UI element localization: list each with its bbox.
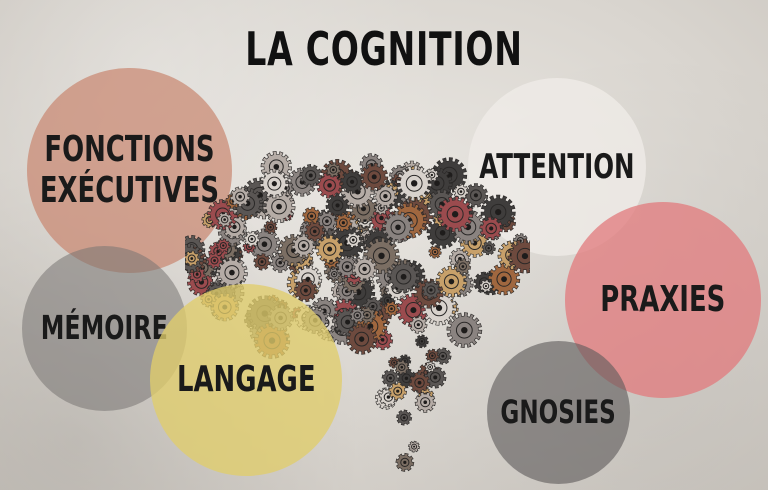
- gear-icon: [351, 256, 378, 282]
- gear-icon: [383, 300, 400, 317]
- bubble-attention-label: ATTENTION: [479, 146, 635, 187]
- gear-icon: [408, 371, 431, 394]
- gear-icon: [325, 162, 341, 178]
- gear-icon: [263, 220, 278, 235]
- gear-icon: [315, 234, 344, 264]
- gear-icon: [387, 260, 421, 294]
- gear-icon: [507, 238, 530, 274]
- gear-icon: [185, 250, 200, 267]
- gear-icon: [421, 280, 441, 300]
- gear-icon: [299, 164, 323, 187]
- gear-icon: [229, 186, 251, 207]
- gear-icon: [373, 184, 398, 209]
- gear-icon: [345, 231, 362, 249]
- bubble-fonctions-label: FONCTIONS EXÉCUTIVES: [39, 129, 220, 211]
- gear-icon: [454, 258, 472, 275]
- gear-icon: [479, 279, 493, 293]
- gear-icon: [446, 312, 483, 349]
- gear-icon: [253, 253, 271, 271]
- gear-icon: [408, 440, 421, 453]
- gear-icon: [481, 240, 496, 256]
- gear-icon: [302, 206, 321, 226]
- gear-icon: [304, 220, 326, 242]
- gear-icon: [428, 245, 442, 259]
- gear-icon: [424, 361, 436, 373]
- gear-icon: [463, 183, 489, 208]
- bubble-gnosies-label: GNOSIES: [500, 392, 617, 431]
- gear-icon: [396, 409, 413, 426]
- gear-icon: [396, 165, 433, 202]
- gear-icon: [425, 348, 440, 363]
- gear-icon: [294, 278, 318, 303]
- gear-icon: [395, 452, 415, 472]
- bubble-praxies-label: PRAXIES: [600, 278, 726, 320]
- bubble-memoire-label: MÉMOIRE: [40, 308, 169, 348]
- bubble-fonctions-line-1: FONCTIONS: [44, 129, 215, 171]
- gear-icon: [382, 211, 415, 244]
- gear-icon: [349, 307, 366, 324]
- bubble-langage: LANGAGE: [150, 284, 342, 476]
- gear-icon: [259, 169, 290, 199]
- gear-icon: [487, 262, 521, 296]
- bubble-langage-label: LANGAGE: [176, 358, 316, 400]
- gear-icon: [360, 162, 389, 191]
- gear-icon: [381, 369, 400, 387]
- gear-icon: [340, 169, 365, 194]
- gear-icon: [409, 315, 428, 334]
- gear-icon: [243, 230, 261, 248]
- gear-icon: [479, 216, 504, 241]
- gear-icon: [346, 323, 378, 355]
- gear-icon: [414, 391, 436, 413]
- bubble-fonctions-line-2: EXÉCUTIVES: [39, 169, 220, 211]
- gear-icon: [206, 252, 223, 269]
- gear-icon: [216, 211, 233, 228]
- gear-icon: [394, 359, 410, 375]
- bubble-gnosies: GNOSIES: [487, 341, 630, 484]
- gear-icon: [437, 196, 474, 233]
- gear-icon: [415, 334, 429, 349]
- gear-icon: [334, 213, 353, 232]
- gear-icon: [216, 238, 231, 253]
- gear-icon: [262, 190, 296, 224]
- page-title: LA COGNITION: [245, 22, 523, 76]
- gear-icon: [453, 183, 469, 200]
- gear-icon: [388, 381, 408, 401]
